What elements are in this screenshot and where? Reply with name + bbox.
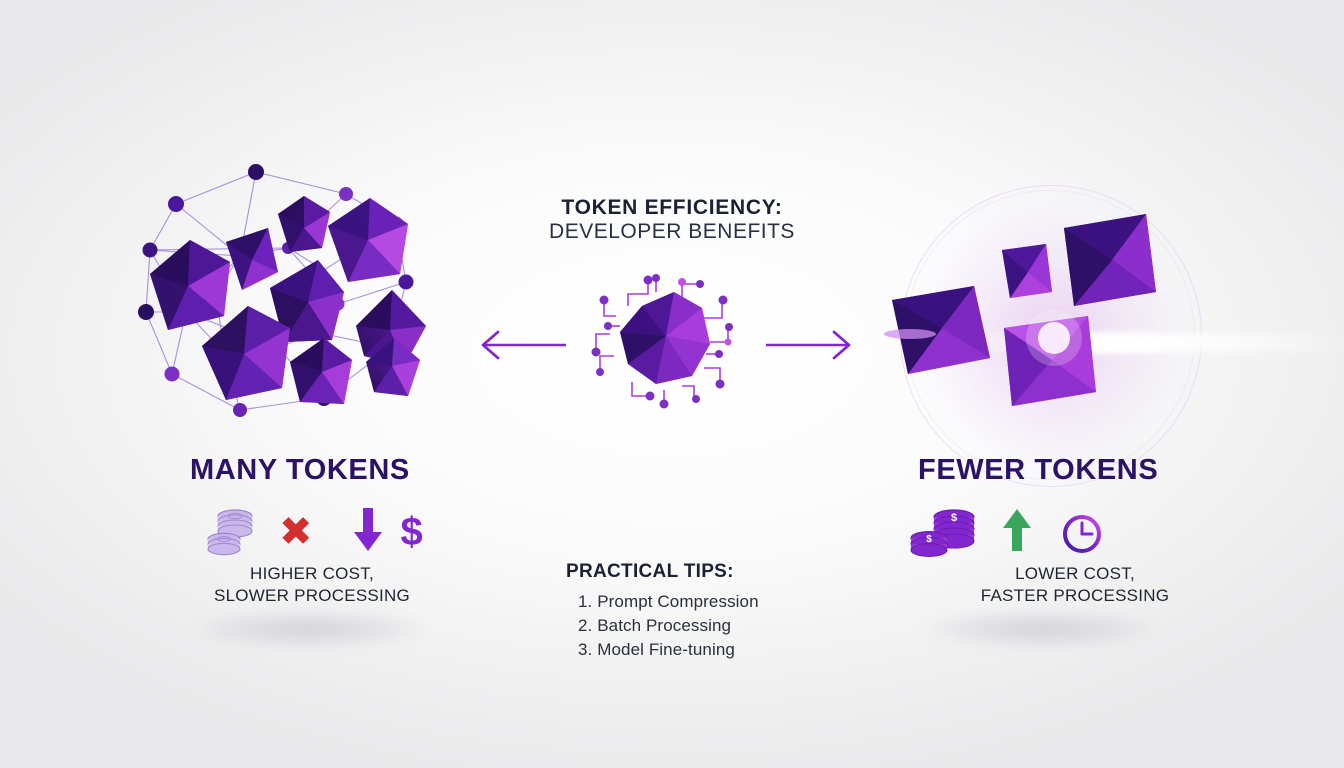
ai-chip-node-graphic (586, 272, 756, 417)
dollar-sign-icon: $ (400, 510, 423, 554)
many-tokens-caption: HIGHER COST, SLOWER PROCESSING (142, 563, 482, 606)
arrow-left-icon (466, 330, 566, 365)
right-group-shadow (925, 612, 1155, 646)
page-title: TOKEN EFFICIENCY: DEVELOPER BENEFITS (549, 196, 795, 245)
coin-stack-icon (205, 506, 267, 558)
fewer-tokens-title: FEWER TOKENS (918, 454, 1159, 486)
practical-tips-heading: PRACTICAL TIPS: (566, 561, 734, 582)
practical-tips-block: PRACTICAL TIPS: 1. Prompt Compression 2.… (566, 561, 759, 662)
clock-icon (1060, 512, 1101, 553)
practical-tips-list: 1. Prompt Compression 2. Batch Processin… (566, 590, 759, 662)
svg-text:$: $ (926, 534, 932, 545)
tip-item-3: 3. Model Fine-tuning (578, 640, 735, 660)
up-arrow-icon (1002, 508, 1032, 557)
tip-item-2: 2. Batch Processing (578, 616, 732, 636)
svg-text:$: $ (951, 512, 957, 524)
coin-stack-dollar-icon: $ $ (910, 506, 975, 558)
right-caption-line-2: FASTER PROCESSING (980, 585, 1170, 605)
many-tokens-graphic (128, 152, 478, 457)
right-caption-line-1: LOWER COST, (1015, 564, 1135, 583)
left-caption-line-1: HIGHER COST, (250, 564, 374, 583)
red-x-icon: ✖ (279, 510, 313, 554)
many-tokens-title: MANY TOKENS (190, 454, 410, 486)
left-caption-line-2: SLOWER PROCESSING (213, 585, 410, 605)
fewer-tokens-icon-row: $ $ (910, 506, 1101, 558)
fewer-tokens-caption: LOWER COST, FASTER PROCESSING (900, 563, 1250, 606)
many-tokens-icon-row: ✖ $ (205, 506, 423, 558)
left-group-shadow (195, 612, 425, 646)
title-line-1: TOKEN EFFICIENCY: (561, 196, 783, 219)
fewer-tokens-graphic (878, 200, 1198, 445)
title-line-2: DEVELOPER BENEFITS (549, 220, 795, 244)
tip-item-1: 1. Prompt Compression (578, 592, 759, 611)
down-arrow-icon (353, 507, 383, 557)
arrow-right-icon (766, 330, 866, 365)
